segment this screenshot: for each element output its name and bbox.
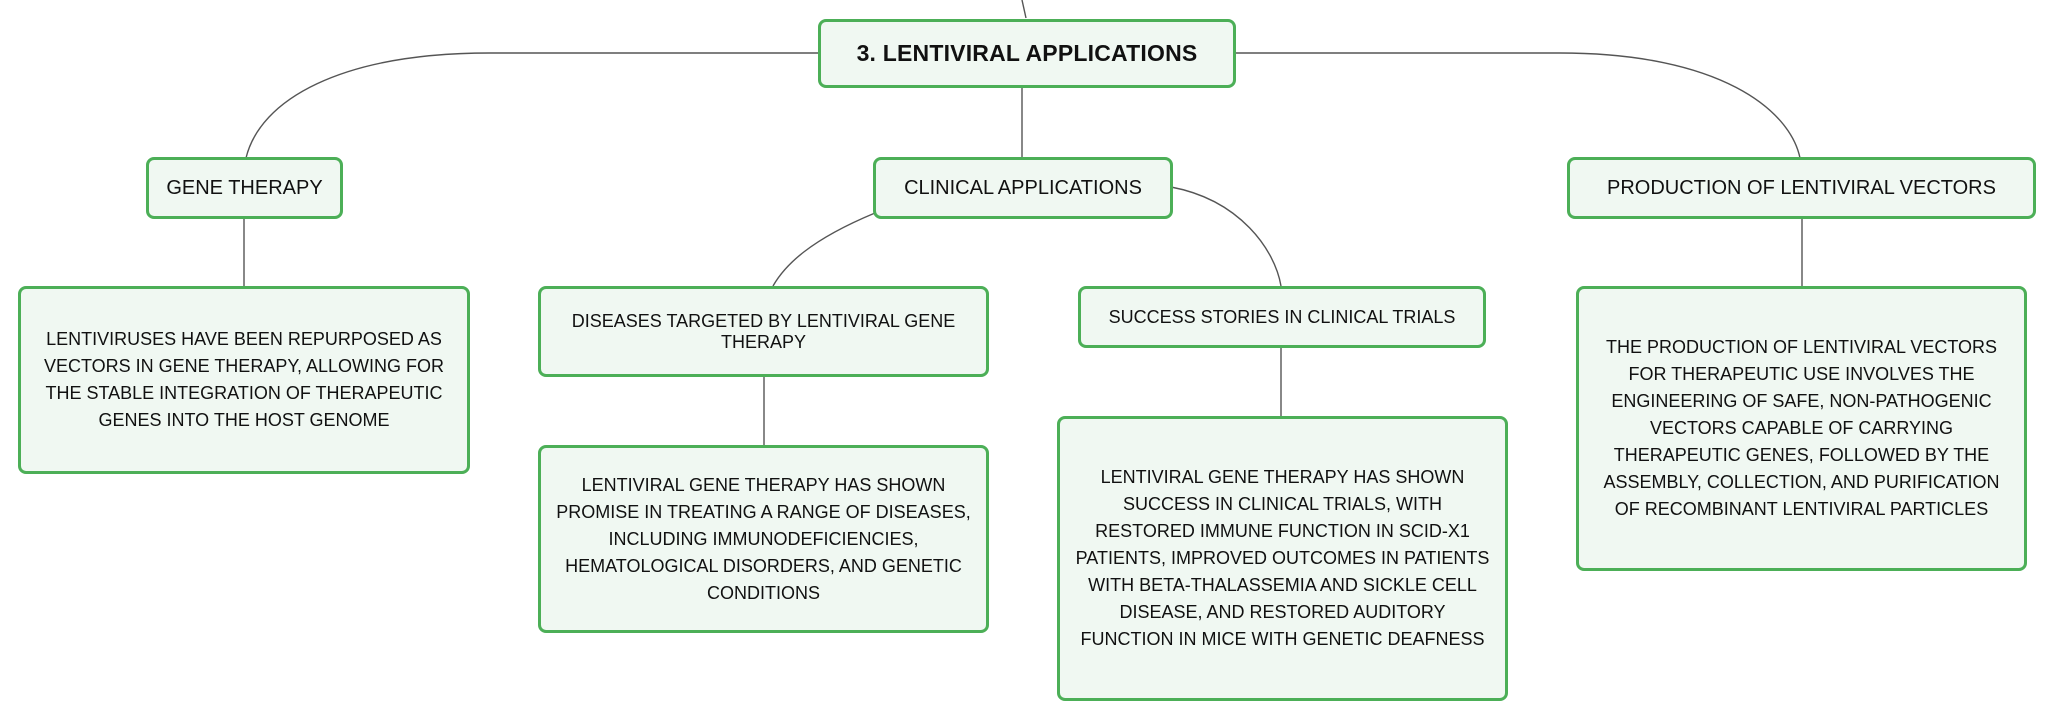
connector-root-to-gene-therapy xyxy=(245,52,820,159)
branch-node-gene-therapy-label: GENE THERAPY xyxy=(166,176,323,199)
detail-node-production: THE PRODUCTION OF LENTIVIRAL VECTORS FOR… xyxy=(1576,286,2027,571)
sub-node-diseases-targeted[interactable]: DISEASES TARGETED BY LENTIVIRAL GENE THE… xyxy=(538,286,989,377)
branch-node-clinical-applications[interactable]: CLINICAL APPLICATIONS xyxy=(873,157,1173,219)
detail-node-production-text: THE PRODUCTION OF LENTIVIRAL VECTORS FOR… xyxy=(1603,337,2000,519)
branch-node-gene-therapy[interactable]: GENE THERAPY xyxy=(146,157,343,219)
sub-node-success-stories-label: SUCCESS STORIES IN CLINICAL TRIALS xyxy=(1108,306,1456,327)
root-node[interactable]: 3. LENTIVIRAL APPLICATIONS xyxy=(818,19,1236,88)
detail-node-gene-therapy: LENTIVIRUSES HAVE BEEN REPURPOSED AS VEC… xyxy=(18,286,470,474)
detail-node-gene-therapy-text: LENTIVIRUSES HAVE BEEN REPURPOSED AS VEC… xyxy=(43,329,445,430)
branch-node-production-label: PRODUCTION OF LENTIVIRAL VECTORS xyxy=(1607,176,1996,199)
detail-node-diseases-text: LENTIVIRAL GENE THERAPY HAS SHOWN PROMIS… xyxy=(556,474,971,603)
connector-root-to-production xyxy=(1236,52,1801,159)
sub-node-success-stories[interactable]: SUCCESS STORIES IN CLINICAL TRIALS xyxy=(1078,286,1486,348)
sub-node-diseases-targeted-label: DISEASES TARGETED BY LENTIVIRAL GENE THE… xyxy=(571,310,956,352)
connector-clinical-to-diseases xyxy=(772,212,876,287)
connector-clinical-to-success xyxy=(1170,186,1282,287)
root-node-label: 3. LENTIVIRAL APPLICATIONS xyxy=(856,40,1198,66)
detail-node-diseases: LENTIVIRAL GENE THERAPY HAS SHOWN PROMIS… xyxy=(538,445,989,633)
detail-node-success-stories-text: LENTIVIRAL GENE THERAPY HAS SHOWN SUCCES… xyxy=(1075,467,1490,649)
branch-node-clinical-applications-label: CLINICAL APPLICATIONS xyxy=(904,176,1142,199)
branch-node-production[interactable]: PRODUCTION OF LENTIVIRAL VECTORS xyxy=(1567,157,2036,219)
detail-node-success-stories: LENTIVIRAL GENE THERAPY HAS SHOWN SUCCES… xyxy=(1057,416,1508,701)
connector-parent-to-root xyxy=(1021,0,1027,19)
